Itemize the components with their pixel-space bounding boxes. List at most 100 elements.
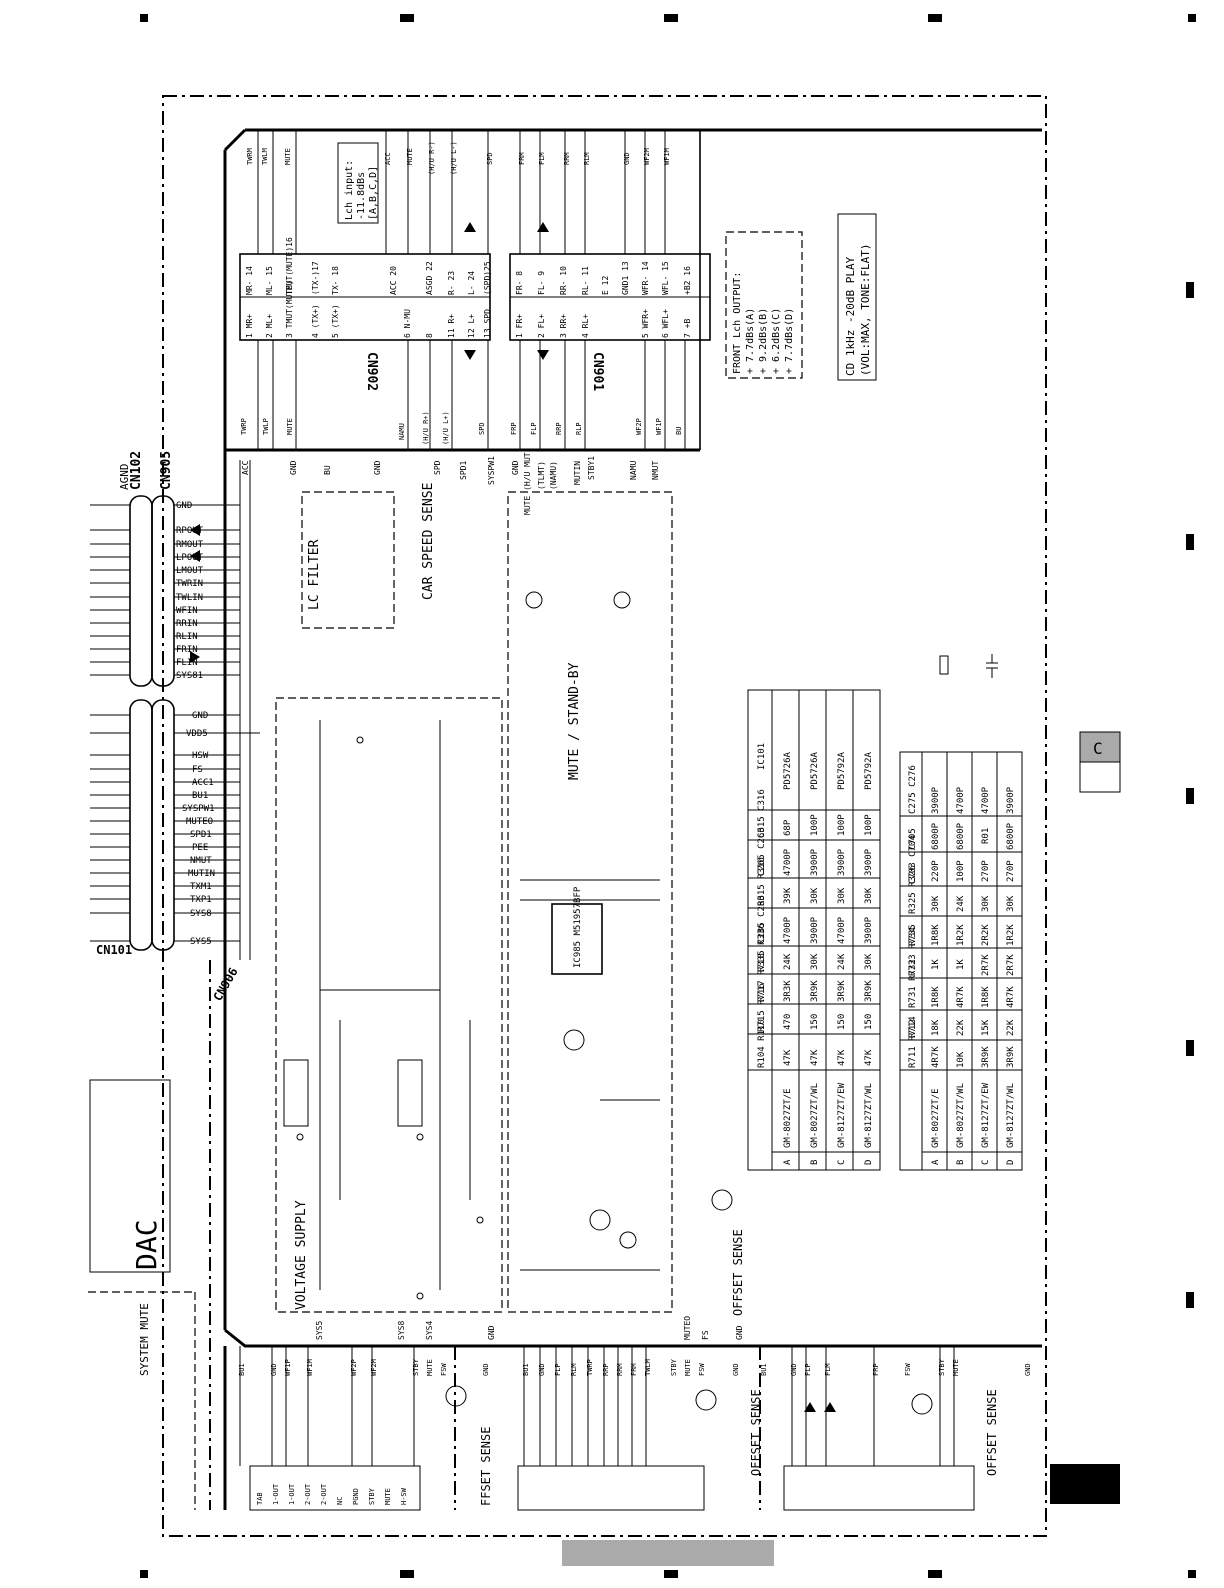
svg-text:(NAMU): (NAMU) xyxy=(549,461,558,490)
svg-text:150: 150 xyxy=(810,1014,820,1030)
cn902-pin-11: 11 R+ xyxy=(447,314,456,338)
offset-sense-1-label: FFSET SENSE xyxy=(479,1427,493,1506)
svg-text:RRIN: RRIN xyxy=(176,619,198,629)
bottom-signal-labels: BU1 GND WF1P WF1M WF2P WF2M STBY MUTE FS… xyxy=(238,1358,1032,1376)
svg-text:STBY: STBY xyxy=(670,1358,678,1376)
svg-text:R315 R316: R315 R316 xyxy=(757,857,767,906)
offset-sense-2-label: OFFSET SENSE xyxy=(749,1389,763,1476)
svg-text:24K: 24K xyxy=(837,953,847,970)
sig-flm: FLM xyxy=(538,152,546,165)
agnd-label: AGND xyxy=(118,464,131,491)
svg-text:1R2K: 1R2K xyxy=(1006,924,1016,946)
svg-text:220P: 220P xyxy=(931,860,941,882)
svg-text:STBY: STBY xyxy=(938,1358,946,1376)
svg-text:MUTEO: MUTEO xyxy=(186,817,213,827)
svg-text:10K: 10K xyxy=(956,1051,966,1068)
sig-wf1m: WF1M xyxy=(663,148,671,165)
offset-sense-main-label: OFFSET SENSE xyxy=(731,1229,745,1316)
sig-wf1p: WF1P xyxy=(655,418,663,435)
svg-text:IC101: IC101 xyxy=(757,743,767,770)
svg-text:3R9K: 3R9K xyxy=(837,980,847,1002)
svg-text:100P: 100P xyxy=(864,814,874,836)
cn902-pin-2: 2 ML+ xyxy=(265,314,274,338)
svg-text:30K: 30K xyxy=(931,895,941,912)
sig-frm: FRM xyxy=(518,152,526,165)
svg-text:TXP1: TXP1 xyxy=(190,895,212,905)
cn902-pin-16: TMUT(MUTE)16 xyxy=(285,237,294,295)
svg-text:2R7K: 2R7K xyxy=(981,954,991,976)
cn901-pin-3: 3 RR+ xyxy=(559,314,568,338)
svg-text:R715 R716: R715 R716 xyxy=(757,983,767,1032)
top-signal-lines xyxy=(257,130,686,450)
svg-text:3R3K: 3R3K xyxy=(783,980,793,1002)
svg-text:1R2K: 1R2K xyxy=(956,924,966,946)
svg-text:D: D xyxy=(1006,1160,1016,1165)
svg-text:R325 R326: R325 R326 xyxy=(908,865,918,914)
svg-text:D: D xyxy=(864,1160,874,1165)
svg-text:4700P: 4700P xyxy=(783,916,793,944)
cn901-pin-16: +B2 16 xyxy=(683,266,692,295)
lch-input-box xyxy=(337,142,379,224)
svg-text:MUTE: MUTE xyxy=(684,1359,692,1376)
svg-text:FLP: FLP xyxy=(804,1363,812,1376)
offset-sense-3-label: OFFSET SENSE xyxy=(985,1389,999,1476)
svg-text:MUTE: MUTE xyxy=(426,1359,434,1376)
sig-spd-mid: SPD xyxy=(478,422,486,435)
dac-block xyxy=(89,1079,171,1273)
svg-text:B: B xyxy=(956,1160,966,1165)
svg-text:30K: 30K xyxy=(810,953,820,970)
cn902-pin-15: ML- 15 xyxy=(265,266,274,295)
svg-text:TWLM: TWLM xyxy=(644,1359,652,1376)
svg-text:GND: GND xyxy=(289,460,298,475)
cn902-pin-24: L- 24 xyxy=(467,271,476,295)
svg-text:VDD5: VDD5 xyxy=(186,729,208,739)
front-output-line-3: + 9.2dBs(B) xyxy=(758,308,769,374)
svg-text:TAB: TAB xyxy=(256,1492,264,1505)
svg-text:22K: 22K xyxy=(956,1019,966,1036)
svg-text:22K: 22K xyxy=(1006,1019,1016,1036)
svg-text:GND: GND xyxy=(176,501,192,511)
svg-text:3R9K: 3R9K xyxy=(864,980,874,1002)
cn902-pin-23: R- 23 xyxy=(447,271,456,295)
svg-text:PEE: PEE xyxy=(192,843,208,853)
variant-table-2: R711 R712 R714 R731 R732 R733 R734 R735 … xyxy=(899,751,1023,1171)
cn902-pin-22: ASGD 22 xyxy=(425,261,434,295)
svg-text:3900P: 3900P xyxy=(931,786,941,814)
cn906-label: CN906 xyxy=(210,965,240,1003)
registration-marks xyxy=(140,14,1196,1578)
svg-text:4700P: 4700P xyxy=(956,786,966,814)
svg-text:1R8K: 1R8K xyxy=(931,924,941,946)
sig-namu: NAMU xyxy=(398,423,406,440)
svg-text:1R8K: 1R8K xyxy=(931,986,941,1008)
cn905-signal-labels: ACC GND BU GND SPD SPD1 SYSPW1 GND MUTE … xyxy=(241,448,660,515)
sig-gnd: GND xyxy=(623,152,631,165)
sig-mute: MUTE xyxy=(284,148,292,165)
capacitor-legend-icon xyxy=(986,654,998,678)
svg-text:2-OUT: 2-OUT xyxy=(320,1483,328,1505)
rail-labels: SYS5 SYS8 SYS4 GND MUTEO FS GND xyxy=(315,1316,744,1340)
svg-text:3R9K: 3R9K xyxy=(810,980,820,1002)
svg-text:RPOUT: RPOUT xyxy=(176,526,204,536)
svg-text:15K: 15K xyxy=(981,1019,991,1036)
svg-text:C703 C704: C703 C704 xyxy=(908,835,918,884)
mid-signal-labels: TWRP TWLP MUTE NAMU (H/U R+) (H/U L+) SP… xyxy=(240,411,683,445)
svg-text:PD5726A: PD5726A xyxy=(783,751,793,790)
svg-text:FRM: FRM xyxy=(630,1363,638,1376)
svg-text:30K: 30K xyxy=(864,887,874,904)
lch-input-line-1: Lch input: xyxy=(344,160,355,220)
lch-input-line-3: [A,B,C,D] xyxy=(368,166,379,220)
svg-text:GM-8127ZT/WL: GM-8127ZT/WL xyxy=(864,1083,874,1148)
svg-text:C: C xyxy=(981,1160,991,1165)
svg-text:FLP: FLP xyxy=(554,1363,562,1376)
svg-text:GM-8127ZT/WL: GM-8127ZT/WL xyxy=(1006,1083,1016,1148)
svg-text:RMOUT: RMOUT xyxy=(176,540,204,550)
cn901-pin-14: WFR- 14 xyxy=(641,261,650,295)
svg-text:100P: 100P xyxy=(837,814,847,836)
svg-text:RRM: RRM xyxy=(616,1363,624,1376)
cn906-body xyxy=(151,699,175,951)
cn901-pin-9: FL- 9 xyxy=(537,271,546,295)
svg-text:WFIN: WFIN xyxy=(176,606,198,616)
svg-text:C275 C276: C275 C276 xyxy=(908,765,918,814)
bottom-wiring xyxy=(239,1346,955,1466)
